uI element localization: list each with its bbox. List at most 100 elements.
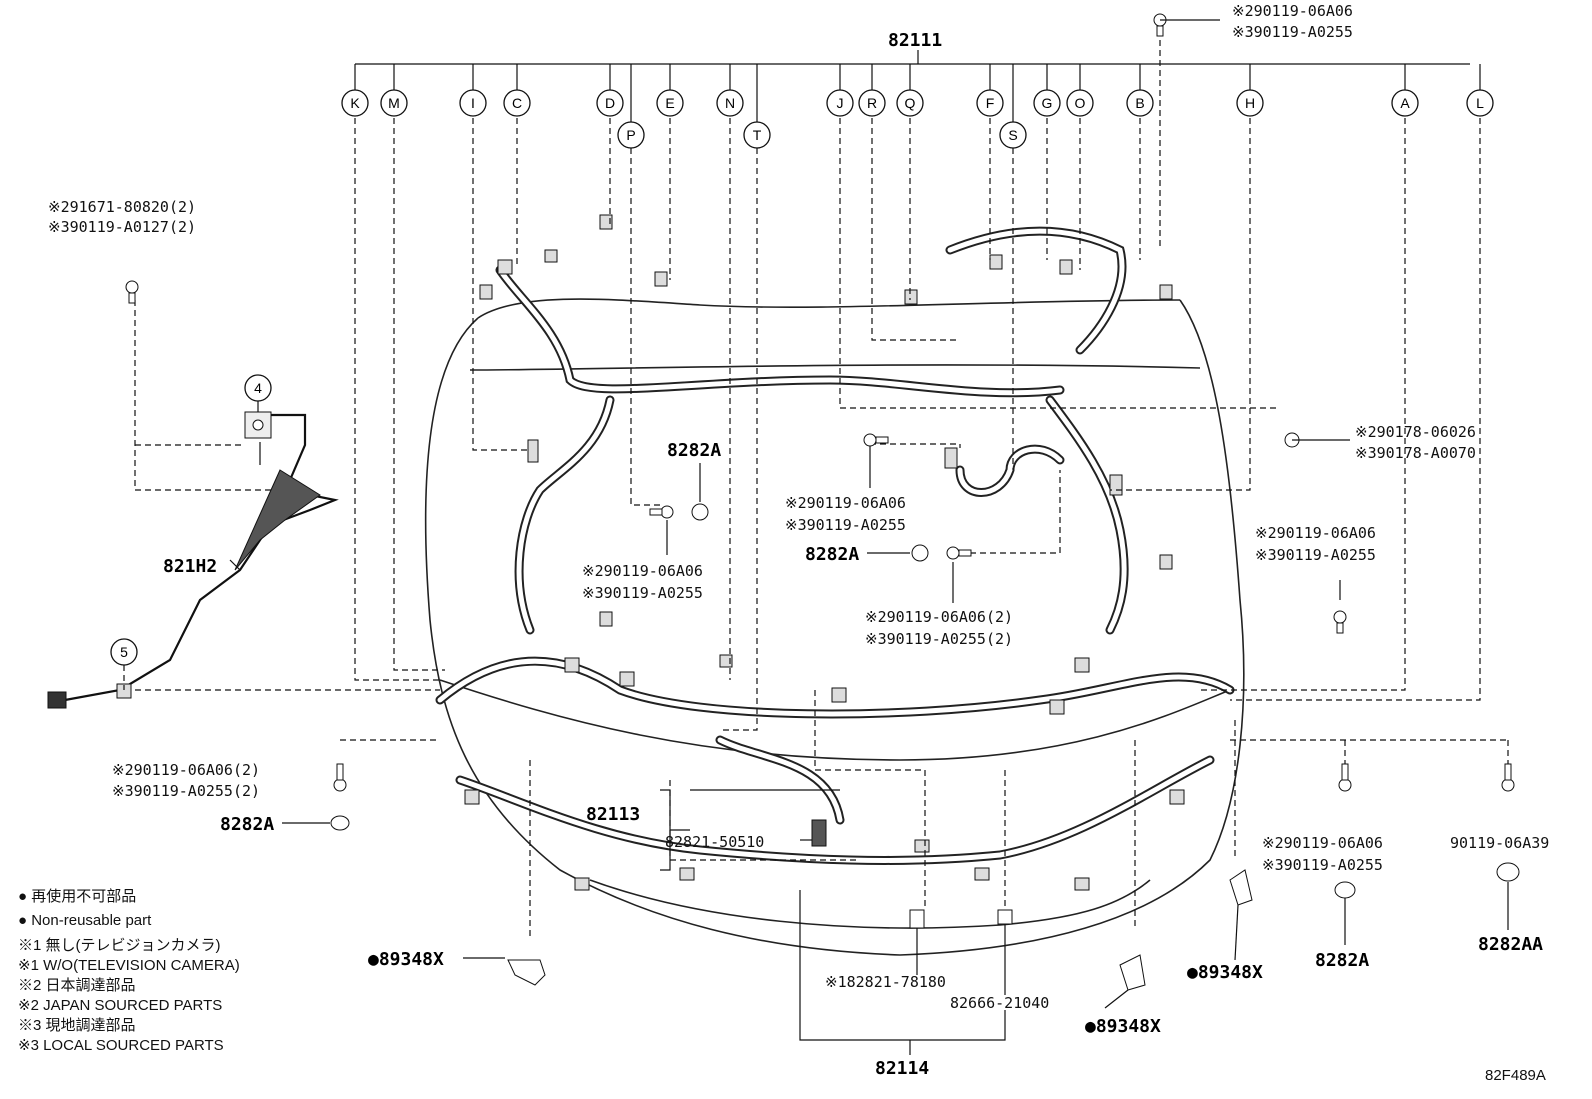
label-harness-82114: 82114 — [875, 1058, 929, 1079]
label-top-bolt-a: ※290119-06A06 — [1232, 2, 1353, 20]
label-clip-right-b: ※390178-A0070 — [1355, 444, 1476, 462]
bracket-icon — [1119, 954, 1146, 991]
bolt-icon — [1338, 763, 1352, 792]
figure-id: 82F489A — [1485, 1067, 1546, 1084]
legend-line: ※3 現地調達部品 — [18, 1017, 136, 1034]
label-bolt-c2-a: ※290119-06A06(2) — [865, 608, 1013, 626]
bolt-icon — [863, 433, 889, 447]
legend-line: ※2 日本調達部品 — [18, 977, 136, 994]
callout-letter: C — [512, 95, 522, 111]
callout-letter: E — [665, 95, 674, 111]
leader-lines — [125, 40, 1510, 940]
label-clip-far-right: 8282AA — [1478, 934, 1543, 955]
body-outline — [424, 299, 1245, 956]
clip-icon — [1334, 881, 1356, 899]
connectors — [464, 214, 1185, 891]
callout-number: 5 — [120, 644, 128, 660]
label-bolt-r-b: ※390119-A0255 — [1255, 546, 1376, 564]
legend-line: ● 再使用不可部品 — [18, 888, 136, 905]
callout-letter: Q — [905, 95, 916, 111]
callout-letter: R — [867, 95, 877, 111]
label-bolt-l2-b: ※390119-A0255(2) — [112, 782, 260, 800]
callout-circle — [896, 89, 924, 117]
label-sensor: 82821-50510 — [665, 833, 764, 851]
callout-letter: A — [1400, 95, 1410, 111]
bracket-icon — [1229, 869, 1253, 906]
label-bolt-cl-b: ※390119-A0255 — [582, 584, 703, 602]
callout-circle — [596, 89, 624, 117]
callout-letter: T — [753, 127, 762, 143]
clip-icon — [909, 909, 925, 929]
label-bolt-l2-a: ※290119-06A06(2) — [112, 761, 260, 779]
callout-circle — [1236, 89, 1264, 117]
label-bolt-c-b: ※390119-A0255 — [785, 516, 906, 534]
callout-number: 4 — [254, 380, 262, 396]
callout-letter: B — [1135, 95, 1144, 111]
callout-circle — [1391, 89, 1419, 117]
label-clip-br: 8282A — [1315, 950, 1369, 971]
label-bolt-br-a: ※290119-06A06 — [1262, 834, 1383, 852]
label-bolt-r-a: ※290119-06A06 — [1255, 524, 1376, 542]
clip-icon — [691, 503, 709, 521]
legend: ● 再使用不可部品 ● Non-reusable part ※1 無し(テレビジ… — [18, 888, 240, 1054]
callout-circle — [716, 89, 744, 117]
bolt-icon — [1333, 610, 1347, 634]
label-left-bolt-b: ※390119-A0127(2) — [48, 218, 196, 236]
part-labels: ※290119-06A06 ※390119-A0255 ※291671-8082… — [48, 2, 1549, 1079]
callout-letter: L — [1476, 95, 1484, 111]
bolt-icon — [333, 763, 347, 792]
label-left-bolt-a: ※291671-80820(2) — [48, 198, 196, 216]
callout-circle — [656, 89, 684, 117]
label-clip-89348-bottom: ●89348X — [1085, 1016, 1161, 1037]
callout-letter: J — [837, 95, 844, 111]
callout-circle — [459, 89, 487, 117]
number-callouts: 4 5 — [110, 374, 272, 690]
callout-letter: K — [350, 95, 360, 111]
clip-icon — [330, 815, 350, 831]
clip-icon — [1496, 862, 1520, 882]
legend-line: ※3 LOCAL SOURCED PARTS — [18, 1037, 224, 1054]
label-clip-l2: 8282A — [220, 814, 274, 835]
callout-letter: I — [471, 95, 475, 111]
label-leaders — [229, 19, 1509, 1055]
label-harness-82113: 82113 — [586, 804, 640, 825]
callout-letter: S — [1008, 127, 1017, 143]
callout-circle — [858, 89, 886, 117]
bolt-icon — [1153, 13, 1167, 37]
callout-circle — [976, 89, 1004, 117]
callout-circle — [1466, 89, 1494, 117]
callout-circle — [1126, 89, 1154, 117]
callout-circle — [380, 89, 408, 117]
callout-letter: N — [725, 95, 735, 111]
label-clip-right-a: ※290178-06026 — [1355, 423, 1476, 441]
bolt-icon — [125, 280, 139, 304]
sensor-icon — [811, 819, 827, 847]
callout-circle — [503, 89, 531, 117]
legend-line: ※2 JAPAN SOURCED PARTS — [18, 997, 222, 1014]
label-cable: 821H2 — [163, 556, 217, 577]
label-clip-center: 8282A — [805, 544, 859, 565]
clip-icon — [911, 544, 929, 562]
bolt-icon — [1501, 763, 1515, 792]
callout-circle — [1066, 89, 1094, 117]
callout-letter: F — [986, 95, 995, 111]
label-top-bolt-b: ※390119-A0255 — [1232, 23, 1353, 41]
cable-821h2 — [47, 411, 339, 709]
callout-letter: P — [626, 127, 635, 143]
label-bolt-c2-b: ※390119-A0255(2) — [865, 630, 1013, 648]
callout-circle — [826, 89, 854, 117]
label-sensor-2: ※182821-78180 — [825, 973, 946, 991]
bracket-icon — [507, 959, 546, 986]
legend-line: ※1 W/O(TELEVISION CAMERA) — [18, 957, 240, 974]
callout-circle — [341, 89, 369, 117]
legend-line: ● Non-reusable part — [18, 912, 152, 929]
harness — [435, 226, 1235, 865]
body-top — [477, 298, 1181, 319]
callout-letter: O — [1075, 95, 1086, 111]
callout-letter: D — [605, 95, 615, 111]
label-bolt-cl-a: ※290119-06A06 — [582, 562, 703, 580]
callout-letter: M — [388, 95, 400, 111]
